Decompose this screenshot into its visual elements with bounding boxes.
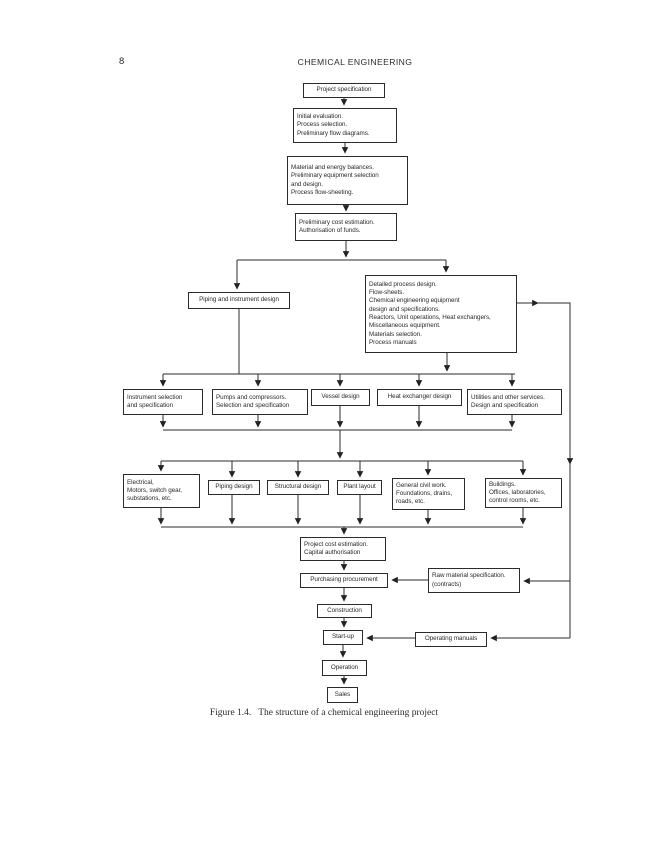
node-utilities-services: Utilities and other services. Design and… xyxy=(467,389,562,415)
node-purchasing-procurement: Purchasing procurement xyxy=(300,573,388,588)
node-piping-instrument-design: Piping and instrument design xyxy=(188,292,290,309)
node-raw-material-specification: Raw material specification. (contracts) xyxy=(428,568,520,593)
node-sales: Sales xyxy=(327,687,358,703)
node-instrument-selection: Instrument selection and specification xyxy=(123,389,203,415)
node-pumps-compressors: Pumps and compressors. Selection and spe… xyxy=(212,389,308,415)
node-operating-manuals: Operating manuals xyxy=(415,632,487,647)
node-general-civil-work: General civil work. Foundations, drains,… xyxy=(392,478,465,510)
node-electrical: Electrical, Motors, switch gear, substat… xyxy=(123,474,200,508)
node-detailed-process-design: Detailed process design. Flow-sheets. Ch… xyxy=(365,275,517,353)
node-start-up: Start-up xyxy=(323,630,363,645)
page-number: 8 xyxy=(119,56,125,67)
node-structural-design: Structural design xyxy=(267,480,329,495)
node-material-energy-balances: Material and energy balances. Preliminar… xyxy=(287,156,408,205)
node-initial-evaluation: Initial evaluation. Process selection. P… xyxy=(293,108,397,143)
node-construction: Construction xyxy=(317,604,372,618)
node-project-cost-estimation: Project cost estimation. Capital authori… xyxy=(300,537,386,561)
node-vessel-design: Vessel design xyxy=(311,389,370,406)
node-heat-exchanger-design: Heat exchanger design xyxy=(377,389,462,406)
node-buildings: Buildings. Offices, laboratories, contro… xyxy=(485,478,562,508)
node-project-specification: Project specification xyxy=(303,83,385,98)
running-header: CHEMICAL ENGINEERING xyxy=(297,57,413,67)
node-piping-design: Piping design xyxy=(208,480,260,495)
figure-caption: Figure 1.4. The structure of a chemical … xyxy=(209,708,439,718)
node-preliminary-cost-estimation: Preliminary cost estimation. Authorisati… xyxy=(295,213,397,241)
node-plant-layout: Plant layout xyxy=(337,480,382,495)
node-operation: Operation xyxy=(322,660,367,676)
